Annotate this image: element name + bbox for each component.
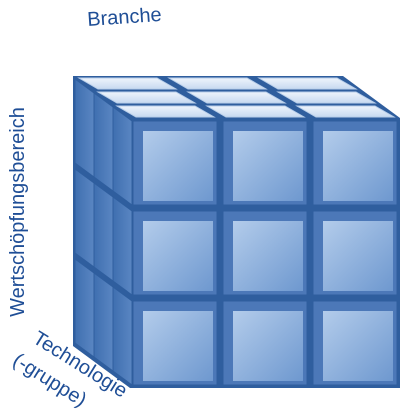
front-cubelet-face xyxy=(143,131,213,201)
front-cubelet-face xyxy=(233,311,303,381)
front-cubelet-face xyxy=(143,221,213,291)
side-cubelet xyxy=(113,197,132,295)
side-cubelet xyxy=(75,169,94,267)
axis-label-wertschoepfungsbereich: Wertschöpfungsbereich xyxy=(8,107,28,317)
front-cubelet-face xyxy=(143,311,213,381)
side-cubelet xyxy=(75,259,94,357)
front-cubelet-face xyxy=(233,131,303,201)
cube-body xyxy=(73,76,400,388)
axis-label-branche: Branche xyxy=(87,5,163,30)
side-cubelet xyxy=(113,287,132,385)
front-cubelet-face xyxy=(323,221,393,291)
side-cubelet xyxy=(75,79,94,177)
side-cubelet xyxy=(113,107,132,205)
front-cubelet-face xyxy=(323,131,393,201)
side-cubelet xyxy=(94,273,113,371)
front-cubelet-face xyxy=(233,221,303,291)
side-cubelet xyxy=(94,93,113,191)
side-cubelet xyxy=(94,183,113,281)
front-cubelet-face xyxy=(323,311,393,381)
